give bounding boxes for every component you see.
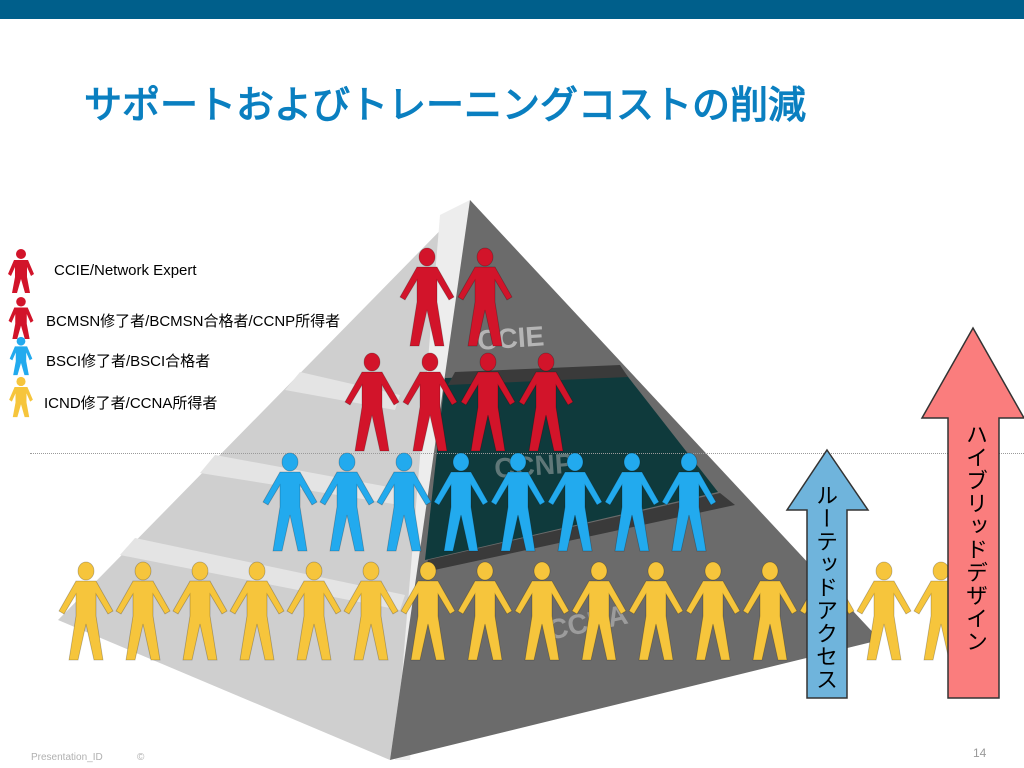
row-ccie-people (399, 247, 513, 347)
person-bsci-figure (319, 452, 375, 552)
pyramid-level-ccie: CCIE (476, 320, 545, 356)
person-icnd-figure (685, 561, 741, 661)
person-icnd-figure (742, 561, 798, 661)
person-yellow-icon (9, 376, 33, 418)
legend-label-icnd: ICND修了者/CCNA所得者 (44, 395, 218, 412)
person-icnd-figure (628, 561, 684, 661)
legend-label-ccnp: BCMSN修了者/BCMSN合格者/CCNP所得者 (46, 313, 341, 330)
person-ccie-figure (457, 247, 513, 347)
routed-access-label: ルーテッドアクセス (812, 484, 837, 691)
person-bsci-figure (661, 452, 717, 552)
person-icnd-figure (400, 561, 456, 661)
slide-title: サポートおよびトレーニングコストの削減 (84, 83, 807, 127)
person-red-icon (8, 249, 34, 293)
person-bsci-figure (604, 452, 660, 552)
page-number: 14 (973, 746, 987, 760)
row-ccnp-people (344, 352, 574, 452)
person-ccnp-figure (344, 352, 400, 452)
legend-item-ccnp: BCMSN修了者/BCMSN合格者/CCNP所得者 (0, 296, 400, 340)
legend-item-ccie: CCIE/Network Expert (0, 248, 400, 293)
legend-label-bsci: BSCI修了者/BSCI合格者 (46, 353, 211, 370)
person-bsci-figure (376, 452, 432, 552)
routed-access-arrow (785, 448, 870, 699)
person-icnd-figure (286, 561, 342, 661)
person-icnd-figure (58, 561, 114, 661)
person-red-icon (8, 296, 34, 340)
footer-copyright: © (137, 752, 145, 763)
person-icnd-figure (571, 561, 627, 661)
person-icnd-figure (514, 561, 570, 661)
person-ccie-figure (399, 247, 455, 347)
person-icnd-figure (457, 561, 513, 661)
person-blue-icon (9, 336, 33, 376)
person-icnd-figure (115, 561, 171, 661)
row-bsci-people (262, 452, 717, 552)
person-icnd-figure (229, 561, 285, 661)
person-bsci-figure (547, 452, 603, 552)
hybrid-design-arrow (920, 326, 1024, 699)
person-icnd-figure (172, 561, 228, 661)
person-ccnp-figure (460, 352, 516, 452)
person-icnd-figure (856, 561, 912, 661)
person-ccnp-figure (402, 352, 458, 452)
legend-item-icnd: ICND修了者/CCNA所得者 (0, 376, 400, 420)
legend-item-bsci: BSCI修了者/BSCI合格者 (0, 336, 400, 380)
person-ccnp-figure (518, 352, 574, 452)
person-bsci-figure (490, 452, 546, 552)
person-bsci-figure (433, 452, 489, 552)
footer-presentation-id: Presentation_ID (31, 752, 103, 763)
legend-label-ccie: CCIE/Network Expert (54, 262, 197, 279)
person-icnd-figure (343, 561, 399, 661)
person-bsci-figure (262, 452, 318, 552)
divider-line (30, 453, 1024, 454)
hybrid-design-label: ハイブリッドデザイン (962, 423, 987, 653)
top-bar (0, 0, 1024, 19)
